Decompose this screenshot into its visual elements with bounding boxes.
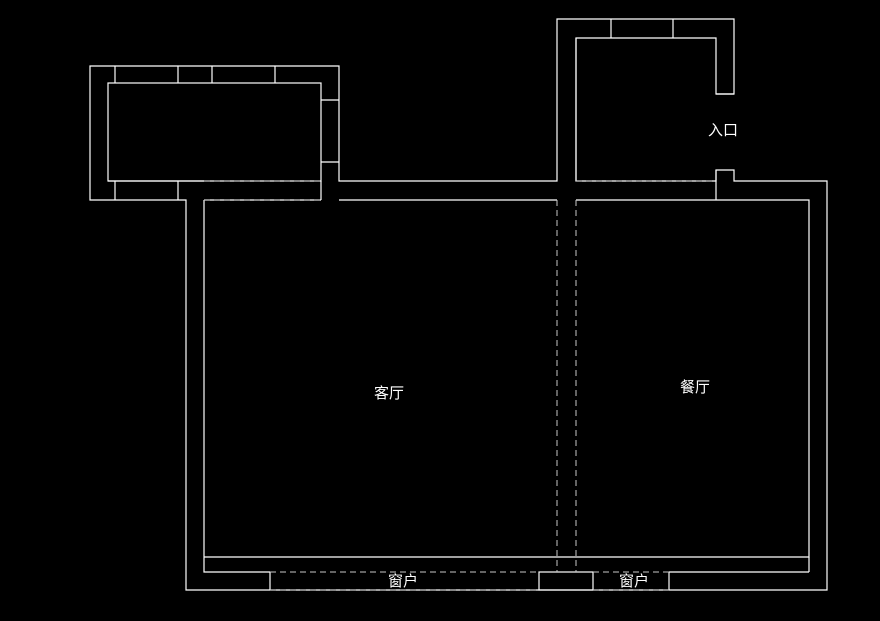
left-balcony-outer-wall (89, 18, 828, 591)
dining-room-label: 餐厅 (680, 378, 710, 396)
entrance-wing (575, 19, 734, 200)
left-balcony (89, 18, 828, 591)
living-room-label: 客厅 (374, 384, 404, 402)
center-pier (538, 571, 594, 591)
window-left-label: 窗户 (388, 572, 418, 590)
left-balcony-inner-wall (107, 82, 322, 182)
main-interior (203, 199, 810, 591)
dashed-guides (204, 180, 716, 591)
main-inner-wall (203, 199, 810, 573)
entrance-label: 入口 (708, 121, 738, 139)
window-right-label: 窗户 (619, 572, 649, 590)
